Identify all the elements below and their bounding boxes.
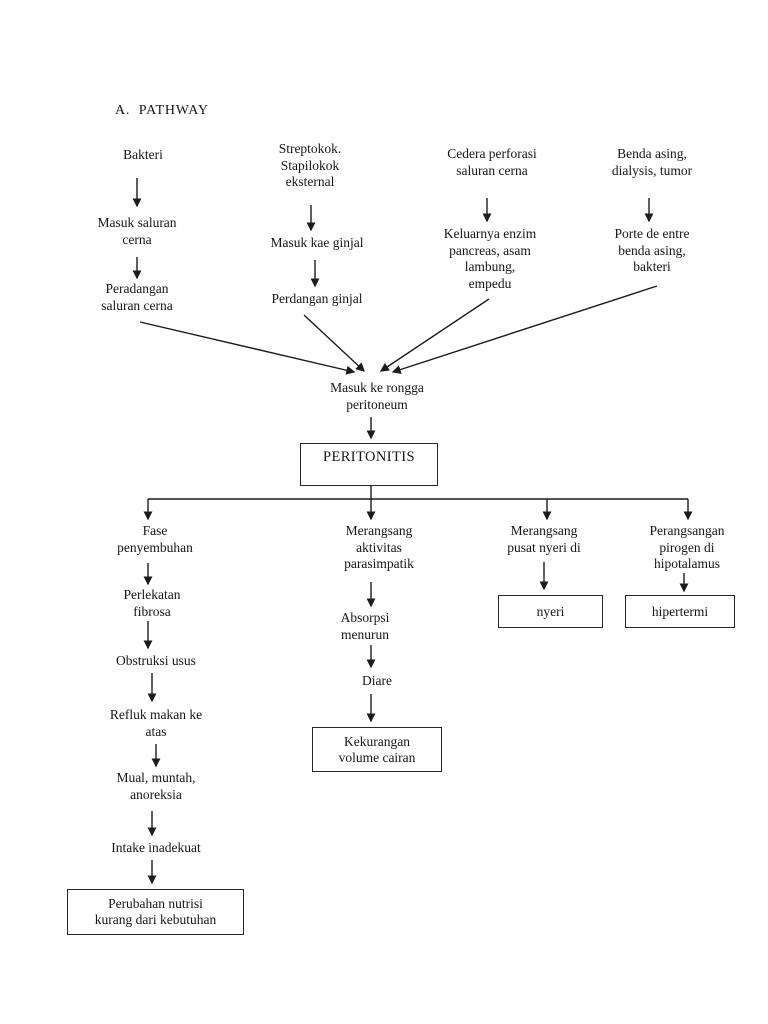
flow-node-intake-inadekuat: Intake inadekuat (111, 840, 201, 855)
flow-node-absorpsi-menurun: Absorpsi menurun (340, 610, 390, 642)
flow-node-perlekatan-fibrosa: Perlekatan fibrosa (123, 587, 181, 619)
flow-node-diare: Diare (362, 673, 392, 688)
flow-node-porte-de-entre: Porte de entre benda asing, bakteri (614, 226, 690, 274)
arrow-perdangan-ginjal-to-rongga (303, 314, 365, 372)
flow-node-masuk-saluran-cerna: Masuk saluran cerna (97, 215, 177, 247)
flow-node-peradangan-saluran-cerna: Peradangan saluran cerna (101, 281, 173, 313)
arrow-porte-to-rongga (391, 285, 658, 374)
peritonitis-box: PERITONITIS (300, 443, 438, 486)
page-title: A. PATHWAY (115, 103, 209, 118)
kekurangan-volume-cairan-box: Kekurangan volume cairan (312, 727, 442, 772)
hipertermi-box: hipertermi (625, 595, 735, 628)
nyeri-box: nyeri (498, 595, 603, 628)
flow-node-mual-muntah: Mual, muntah, anoreksia (116, 770, 196, 802)
arrow-peradangan-to-rongga (139, 321, 356, 375)
perubahan-nutrisi-box: Perubahan nutrisi kurang dari kebutuhan (67, 889, 244, 935)
flow-node-masuk-kae-ginjal: Masuk kae ginjal (270, 235, 364, 250)
flow-node-cedera-perforasi: Cedera perforasi saluran cerna (447, 146, 537, 178)
flow-node-keluarnya-enzim: Keluarnya enzim pancreas, asam lambung, … (443, 226, 537, 291)
flow-node-merangsang-pusat-nyeri: Merangsang pusat nyeri di (507, 523, 581, 555)
flow-node-masuk-rongga-peritoneum: Masuk ke rongga peritoneum (330, 380, 424, 412)
flow-node-refluk-makan: Refluk makan ke atas (109, 707, 203, 739)
flow-node-streptokok: Streptokok. Stapilokok eksternal (278, 141, 342, 189)
flow-node-perangsangan-pirogen: Perangsangan pirogen di hipotalamus (649, 523, 725, 571)
flow-node-merangsang-parasimpatik: Merangsang aktivitas parasimpatik (344, 523, 414, 571)
flow-node-bakteri: Bakteri (123, 147, 163, 162)
flow-node-benda-asing: Benda asing, dialysis, tumor (611, 146, 693, 178)
flow-node-obstruksi-usus: Obstruksi usus (116, 653, 196, 668)
arrow-keluarnya-enzim-to-rongga (379, 298, 490, 372)
flow-node-perdangan-ginjal: Perdangan ginjal (271, 291, 363, 306)
flow-node-fase-penyembuhan: Fase penyembuhan (117, 523, 193, 555)
